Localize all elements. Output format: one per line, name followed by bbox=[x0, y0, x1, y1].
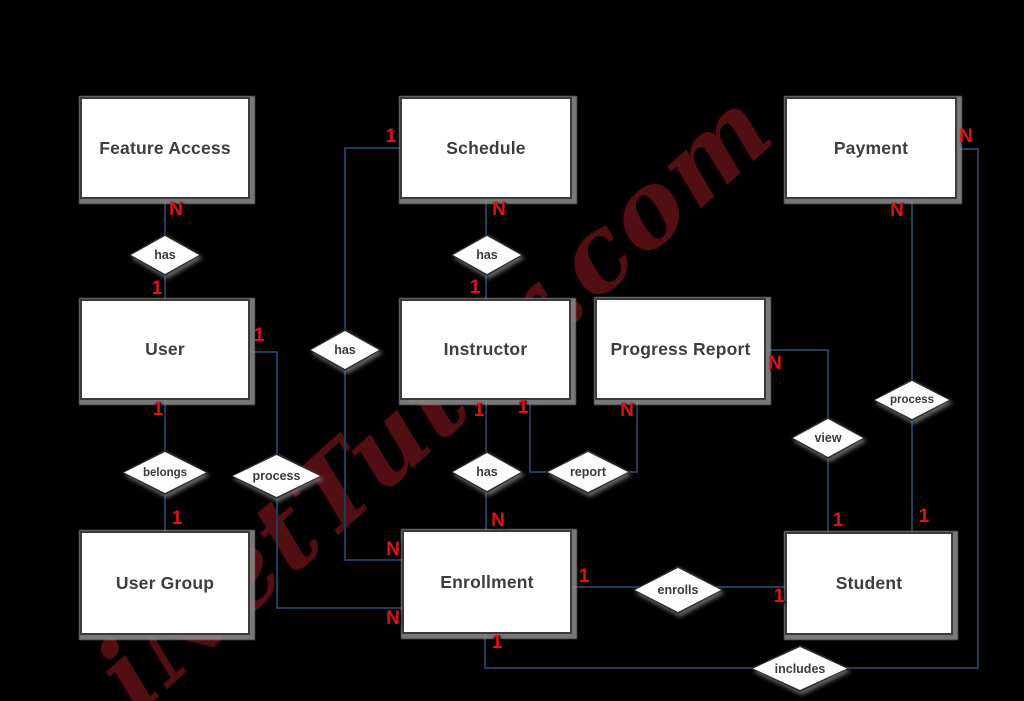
relationship-label: includes bbox=[774, 661, 826, 676]
entity-payment-label: Payment bbox=[833, 137, 909, 158]
relationship-label: has bbox=[476, 248, 498, 262]
cardinality-feature-access-bottom: N bbox=[169, 199, 183, 220]
entity-enrollment-label: Enrollment bbox=[440, 571, 534, 592]
cardinality-progress-report-right: N bbox=[768, 353, 782, 374]
relationship-has-user-feature-access: has bbox=[129, 234, 201, 276]
cardinality-user-group-top: 1 bbox=[171, 508, 183, 529]
cardinality-student-top-left: 1 bbox=[832, 510, 844, 531]
cardinality-user-bottom: 1 bbox=[152, 399, 164, 420]
relationship-label: view bbox=[814, 431, 842, 445]
cardinality-enrollment-right: 1 bbox=[578, 566, 590, 587]
relationship-has-instructor-enrollment: has bbox=[451, 451, 523, 493]
entity-progress-report-label: Progress Report bbox=[610, 338, 751, 359]
relationship-process-student-payment: process bbox=[873, 379, 951, 421]
cardinality-user-right: 1 bbox=[253, 325, 265, 346]
relationship-label: enrolls bbox=[657, 583, 699, 597]
cardinality-enrollment-bottom: 1 bbox=[491, 632, 503, 653]
entity-user-group: User Group bbox=[80, 531, 250, 635]
cardinality-student-left: 1 bbox=[773, 586, 785, 607]
cardinality-enrollment-left-top: N bbox=[386, 539, 400, 560]
relationship-includes-enrollment-payment: includes bbox=[751, 645, 849, 692]
relationship-label: process bbox=[889, 394, 935, 406]
cardinality-progress-report-bottom: N bbox=[620, 400, 634, 421]
entity-feature-access-label: Feature Access bbox=[99, 137, 231, 158]
entity-user-label: User bbox=[145, 339, 185, 359]
relationship-label: report bbox=[569, 465, 607, 479]
connector-payment-enrollment bbox=[484, 148, 979, 669]
cardinality-schedule-bottom: N bbox=[492, 199, 506, 220]
entity-enrollment: Enrollment bbox=[402, 530, 572, 634]
relationship-label: process bbox=[252, 469, 301, 483]
cardinality-schedule-left: 1 bbox=[385, 126, 397, 147]
relationship-has-schedule-enrollment: has bbox=[309, 329, 381, 371]
entity-user-group-label: User Group bbox=[115, 572, 215, 593]
cardinality-enrollment-left-bottom: N bbox=[386, 608, 400, 629]
entity-progress-report: Progress Report bbox=[595, 298, 766, 400]
entity-instructor: Instructor bbox=[400, 299, 571, 400]
entity-instructor-label: Instructor bbox=[443, 339, 528, 359]
entity-student-label: Student bbox=[835, 573, 903, 593]
cardinality-student-top-right: 1 bbox=[918, 506, 930, 527]
cardinality-user-top: 1 bbox=[151, 278, 163, 299]
entity-schedule: Schedule bbox=[400, 97, 572, 199]
cardinality-payment-right: N bbox=[959, 126, 973, 147]
relationship-enrolls-enrollment-student: enrolls bbox=[633, 566, 723, 614]
relationship-label: has bbox=[334, 343, 356, 357]
entity-student: Student bbox=[785, 532, 953, 635]
cardinality-instructor-top: 1 bbox=[469, 277, 481, 298]
relationship-label: has bbox=[476, 465, 498, 479]
relationship-view-student-progress: view bbox=[791, 417, 865, 459]
relationship-label: belongs bbox=[142, 466, 188, 479]
connector-progress-report-student bbox=[766, 349, 829, 532]
cardinality-payment-bottom: N bbox=[890, 200, 904, 221]
relationship-belongs-user-user-group: belongs bbox=[122, 450, 208, 495]
entity-payment: Payment bbox=[785, 97, 957, 199]
entity-schedule-label: Schedule bbox=[446, 137, 526, 158]
entity-user: User bbox=[80, 299, 250, 400]
cardinality-enrollment-top: N bbox=[491, 510, 505, 531]
relationship-has-instructor-schedule: has bbox=[451, 234, 523, 276]
cardinality-instructor-bottom-left: 1 bbox=[473, 400, 485, 421]
entity-feature-access: Feature Access bbox=[80, 97, 250, 199]
relationship-report-instructor-progress: report bbox=[546, 450, 630, 494]
relationship-label: has bbox=[154, 248, 176, 262]
relationship-process-user-enrollment: process bbox=[231, 453, 322, 499]
cardinality-instructor-bottom-right: 1 bbox=[517, 397, 529, 418]
